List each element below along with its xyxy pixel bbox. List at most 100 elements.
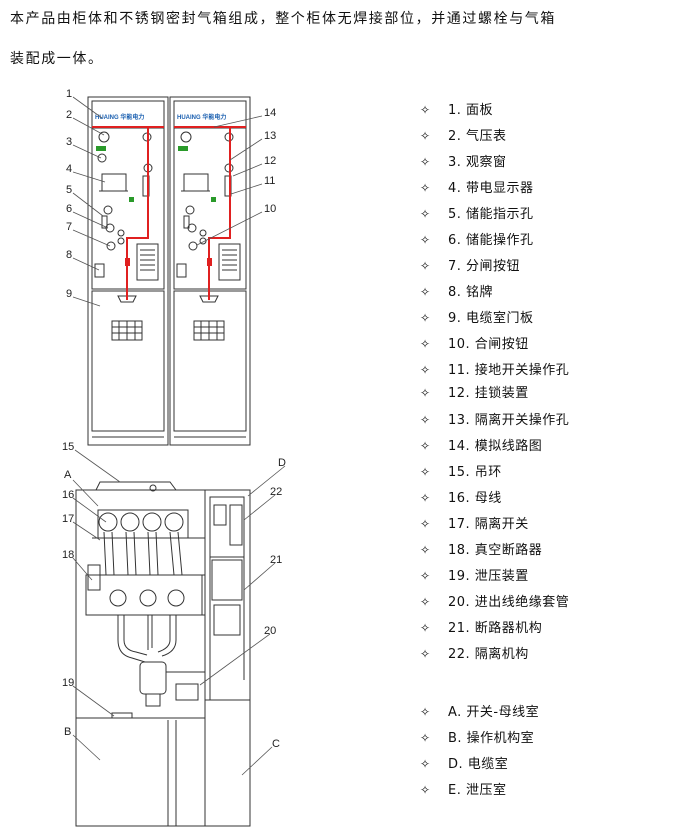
legend-label: A. 开关-母线室 [448, 705, 540, 720]
legend-item: ✧ A. 开关-母线室 [420, 702, 539, 722]
callout-3: 3 [66, 136, 72, 148]
brand-right: HUAING 华能电力 [177, 113, 226, 121]
brand-left: HUAING 华能电力 [95, 113, 144, 121]
callout-11: 11 [264, 175, 275, 187]
callout-C: C [272, 738, 280, 750]
legend-label: 8. 铭牌 [448, 285, 494, 300]
bullet-icon: ✧ [420, 181, 431, 195]
callout-13: 13 [264, 130, 276, 142]
bullet-icon: ✧ [420, 731, 431, 745]
legend-item: ✧ 7. 分闸按钮 [420, 256, 520, 276]
bullet-icon: ✧ [420, 621, 431, 635]
bullet-icon: ✧ [420, 705, 431, 719]
callout-B: B [64, 726, 71, 738]
legend-label: 13. 隔离开关操作孔 [448, 413, 570, 428]
legend-item: ✧4. 带电显示器 [420, 178, 534, 198]
bullet-icon: ✧ [420, 465, 431, 479]
intro-line-2: 装配成一体。 [10, 51, 104, 67]
legend-label: 20. 进出线绝缘套管 [448, 595, 570, 610]
legend-item: ✧11. 接地开关操作孔 [420, 360, 569, 380]
legend-item: ✧ 22. 隔离机构 [420, 644, 529, 664]
legend-label: 21. 断路器机构 [448, 621, 543, 636]
callout-A: A [64, 469, 72, 481]
legend-label: 10. 合闸按钮 [448, 337, 529, 352]
callout-19: 19 [62, 677, 74, 689]
legend-label: B. 操作机构室 [448, 731, 535, 746]
callout-12: 12 [264, 155, 276, 167]
legend-item: ✧ 13. 隔离开关操作孔 [420, 410, 569, 430]
legend-label: 3. 观察窗 [448, 155, 507, 170]
legend-label: 22. 隔离机构 [448, 647, 529, 662]
bullet-icon: ✧ [420, 757, 431, 771]
bullet-icon: ✧ [420, 491, 431, 505]
bullet-icon: ✧ [420, 439, 431, 453]
legend-label: 6. 储能操作孔 [448, 233, 534, 248]
bullet-icon: ✧ [420, 517, 431, 531]
bullet-icon: ✧ [420, 569, 431, 583]
legend-item: ✧ E. 泄压室 [420, 780, 506, 800]
callout-4: 4 [66, 163, 72, 175]
callout-15: 15 [62, 441, 74, 453]
callout-17: 17 [62, 513, 74, 525]
callout-2: 2 [66, 109, 72, 121]
callout-10: 10 [264, 203, 276, 215]
legend-label: 17. 隔离开关 [448, 517, 529, 532]
legend-item: ✧ 16. 母线 [420, 488, 502, 508]
legend-item: ✧ 14. 模拟线路图 [420, 436, 542, 456]
legend-label: 14. 模拟线路图 [448, 439, 543, 454]
legend-label: E. 泄压室 [448, 783, 507, 798]
bullet-icon: ✧ [420, 103, 431, 117]
legend-item: ✧ 5. 储能指示孔 [420, 204, 534, 224]
legend-item: ✧8. 铭牌 [420, 282, 493, 302]
legend-item: ✧ 15. 吊环 [420, 462, 502, 482]
callout-22: 22 [270, 486, 282, 498]
callout-16: 16 [62, 489, 74, 501]
bullet-icon: ✧ [420, 155, 431, 169]
callout-1: 1 [66, 88, 72, 100]
bullet-icon: ✧ [420, 386, 431, 400]
legend-item: ✧ 17. 隔离开关 [420, 514, 529, 534]
legend-label: 2. 气压表 [448, 129, 507, 144]
legend-label: 9. 电缆室门板 [448, 311, 534, 326]
legend-item: ✧ 6. 储能操作孔 [420, 230, 534, 250]
callout-6: 6 [66, 203, 72, 215]
bullet-icon: ✧ [420, 233, 431, 247]
legend-item: ✧18. 真空断路器 [420, 540, 542, 560]
bullet-icon: ✧ [420, 311, 431, 325]
legend-item: ✧19. 泄压装置 [420, 566, 529, 586]
callout-8: 8 [66, 249, 72, 261]
legend-label: 7. 分闸按钮 [448, 259, 521, 274]
cabinet-diagram: HUAING 华能电力 HUAING 华能电力 1 2 3 [62, 88, 286, 827]
callout-21: 21 [270, 554, 282, 566]
callout-14: 14 [264, 107, 276, 119]
bullet-icon: ✧ [420, 413, 431, 427]
legend-label: 16. 母线 [448, 491, 502, 506]
bullet-icon: ✧ [420, 259, 431, 273]
bullet-icon: ✧ [420, 337, 431, 351]
legend-item: ✧ 12. 挂锁装置 [420, 383, 529, 403]
legend-item: ✧ 3. 观察窗 [420, 152, 507, 172]
callout-7: 7 [66, 221, 72, 233]
legend-item: ✧ 2. 气压表 [420, 126, 507, 146]
legend-item: ✧ 10. 合闸按钮 [420, 334, 529, 354]
legend-item: ✧ B. 操作机构室 [420, 728, 534, 748]
bullet-icon: ✧ [420, 595, 431, 609]
legend-item: ✧ 1. 面板 [420, 100, 493, 120]
legend-label: 15. 吊环 [448, 465, 502, 480]
bullet-icon: ✧ [420, 129, 431, 143]
bullet-icon: ✧ [420, 647, 431, 661]
legend-item: ✧ D. 电缆室 [420, 754, 508, 774]
legend-label: 1. 面板 [448, 103, 494, 118]
left-cabinet-front [87, 96, 169, 446]
legend-item: ✧ 20. 进出线绝缘套管 [420, 592, 569, 612]
legend-label: 12. 挂锁装置 [448, 386, 529, 401]
bullet-icon: ✧ [420, 783, 431, 797]
legend-label: 11. 接地开关操作孔 [448, 363, 570, 378]
legend-label: 5. 储能指示孔 [448, 207, 534, 222]
callout-18: 18 [62, 549, 74, 561]
callout-20: 20 [264, 625, 276, 637]
legend-label: D. 电缆室 [448, 757, 509, 772]
cabinet-section-view [75, 481, 251, 827]
legend-item: ✧ 21. 断路器机构 [420, 618, 542, 638]
bullet-icon: ✧ [420, 207, 431, 221]
